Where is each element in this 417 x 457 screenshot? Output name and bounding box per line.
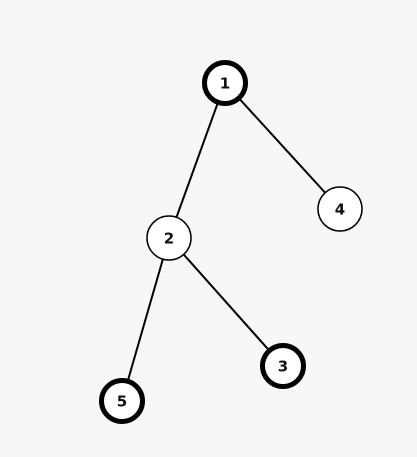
edge-1-4: [224, 82, 341, 210]
node-circle-5: [99, 378, 145, 424]
node-label-5: 5: [117, 393, 127, 411]
node-4: 4: [317, 186, 363, 232]
node-label-3: 3: [278, 358, 288, 376]
node-3: 3: [260, 343, 306, 389]
node-layer: 1 2 4 5 3: [99, 60, 363, 424]
node-circle-2: [146, 215, 192, 261]
node-circle-4: [317, 186, 363, 232]
node-label-4: 4: [335, 201, 345, 219]
node-label-2: 2: [164, 230, 174, 248]
node-2: 2: [146, 215, 192, 261]
edge-2-5: [121, 237, 170, 402]
edge-2-3: [168, 237, 284, 367]
edge-layer: [121, 82, 341, 402]
node-5: 5: [99, 378, 145, 424]
edge-1-2: [168, 82, 226, 239]
node-circle-3: [260, 343, 306, 389]
node-label-1: 1: [220, 75, 230, 93]
node-circle-1: [202, 60, 248, 106]
node-1: 1: [202, 60, 248, 106]
